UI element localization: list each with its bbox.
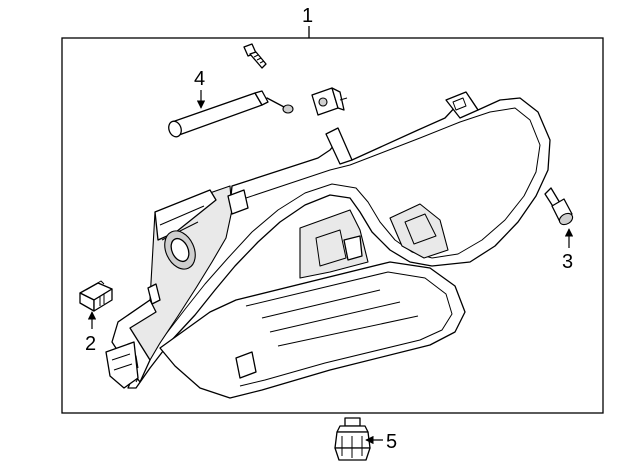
glove-box-assembly xyxy=(105,91,551,399)
callout-2: 2 xyxy=(85,333,96,355)
callout-3: 3 xyxy=(562,251,573,273)
callout-4: 4 xyxy=(194,68,205,90)
damper-strut-icon xyxy=(168,90,294,138)
callout-1: 1 xyxy=(302,5,313,27)
bumper-pin-icon xyxy=(544,187,574,226)
latch-icon xyxy=(79,280,113,312)
screw-top-icon xyxy=(243,43,267,69)
bracket-clip-icon xyxy=(311,87,348,116)
assembly-frame xyxy=(61,37,604,414)
grommet-icon xyxy=(334,417,371,461)
callout-5: 5 xyxy=(386,431,397,453)
